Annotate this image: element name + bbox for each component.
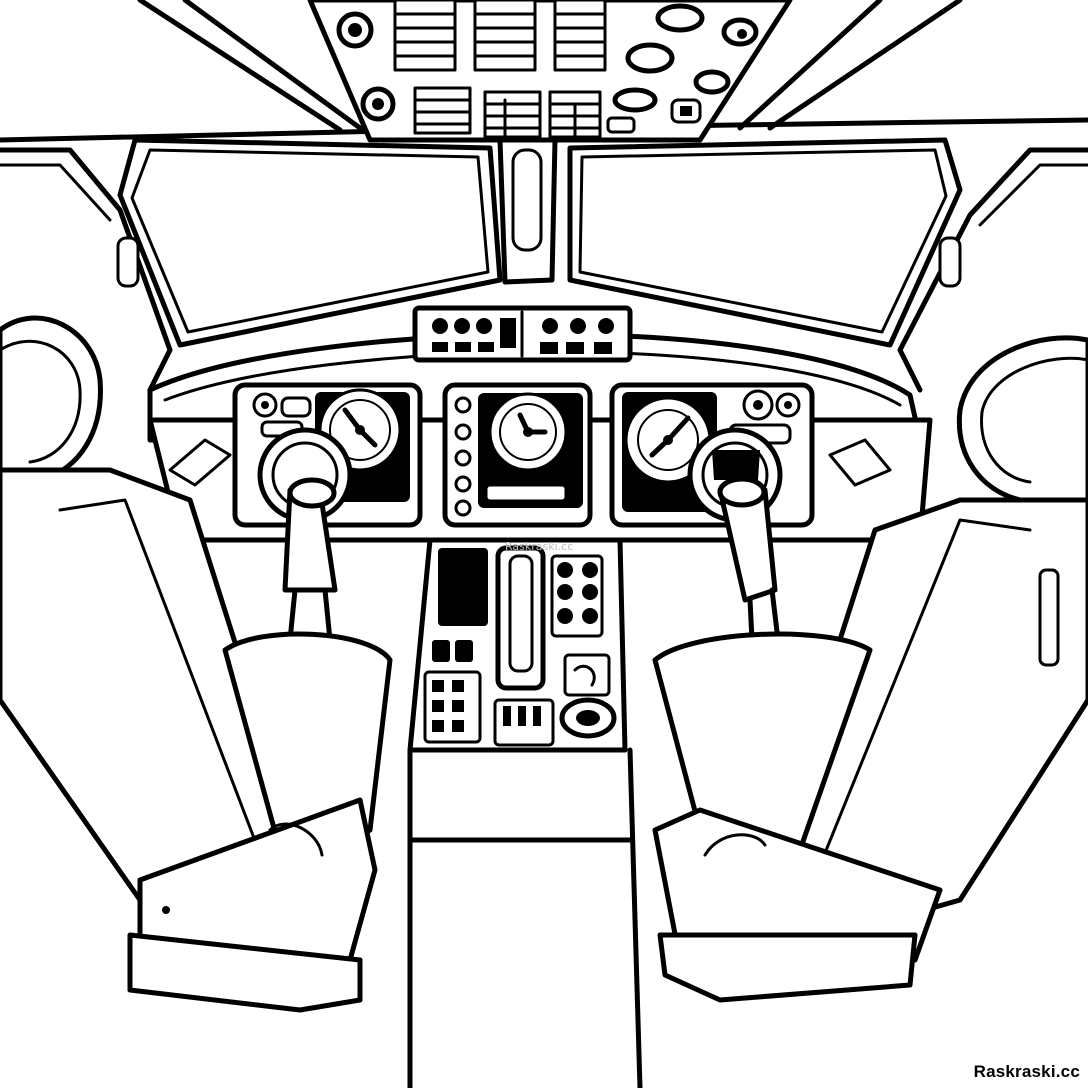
pedestal-buttons-left xyxy=(423,640,482,744)
windshield-right xyxy=(567,137,963,348)
overhead-switch-grid xyxy=(393,0,607,139)
overhead-panel xyxy=(307,0,793,143)
autopilot-panel xyxy=(412,305,633,363)
left-pilot-seat xyxy=(0,315,393,1013)
overhead-knob-left-top xyxy=(336,11,374,49)
windshield-center-post xyxy=(497,137,558,285)
faint-watermark: Raskraski.cc xyxy=(505,540,574,553)
pedestal-bottom-controls xyxy=(493,653,617,747)
side-window-right xyxy=(897,147,1088,393)
throttle-quadrant xyxy=(495,545,546,691)
pedestal-buttons-right xyxy=(550,554,604,638)
watermark-text: Raskraski.cc xyxy=(973,1062,1080,1081)
center-instrument-cluster xyxy=(442,382,593,528)
center-pedestal xyxy=(407,537,643,1088)
side-window-left xyxy=(0,147,173,393)
right-copilot-seat xyxy=(652,335,1088,1003)
windshield-left xyxy=(117,137,503,348)
overhead-knobs-right xyxy=(606,3,759,134)
overhead-knob-left-bottom xyxy=(360,86,396,122)
right-control-yoke xyxy=(687,427,783,643)
